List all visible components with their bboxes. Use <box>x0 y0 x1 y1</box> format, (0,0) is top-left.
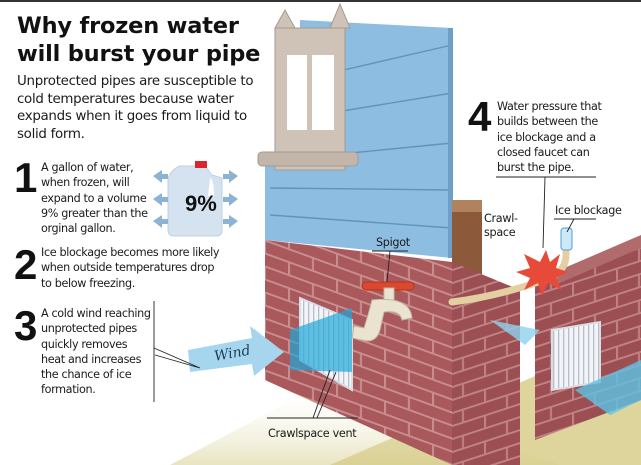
crawlspace-label: Crawl- space <box>484 212 518 239</box>
page-title: Why frozen water will burst your pipe <box>17 12 260 68</box>
ice-blockage-marker <box>560 227 573 251</box>
step-4-text: Water pressure that builds between the i… <box>497 100 602 175</box>
step-3-number: 3 <box>14 302 38 349</box>
step-2-number: 2 <box>14 241 38 288</box>
spigot <box>351 281 415 342</box>
title-line-2: will burst your pipe <box>17 41 261 67</box>
brick-wall-front <box>265 240 452 465</box>
step-4-number: 4 <box>468 93 492 140</box>
expansion-percent: 9% <box>185 191 217 216</box>
crawlspace-vent-right <box>551 320 601 392</box>
crawlspace-vent-label: Crawlspace vent <box>268 427 357 440</box>
ice-blockage-label: Ice blockage <box>555 204 622 217</box>
jug-cap <box>195 161 207 168</box>
brick-wall-side <box>452 262 520 465</box>
window <box>257 2 359 171</box>
step-2-text: Ice blockage becomes more likely when ou… <box>41 246 220 290</box>
step-1-text: A gallon of water, when frozen, will exp… <box>41 161 148 236</box>
burst-icon <box>516 250 568 296</box>
title-line-1: Why frozen water <box>17 13 239 39</box>
leader-lines <box>153 176 596 419</box>
expansion-arrows <box>153 170 238 228</box>
step-1-number: 1 <box>14 154 38 201</box>
step-3-text: A cold wind reaching unprotected pipes q… <box>41 307 151 397</box>
top-border <box>0 0 641 2</box>
wind-flow-into-vent <box>290 308 352 372</box>
intro-text: Unprotected pipes are susceptible to col… <box>17 74 254 142</box>
gallon-jug <box>167 161 223 237</box>
spigot-label: Spigot <box>376 236 410 249</box>
wind-arrow <box>188 326 284 376</box>
wind-arrow-right <box>575 360 641 415</box>
